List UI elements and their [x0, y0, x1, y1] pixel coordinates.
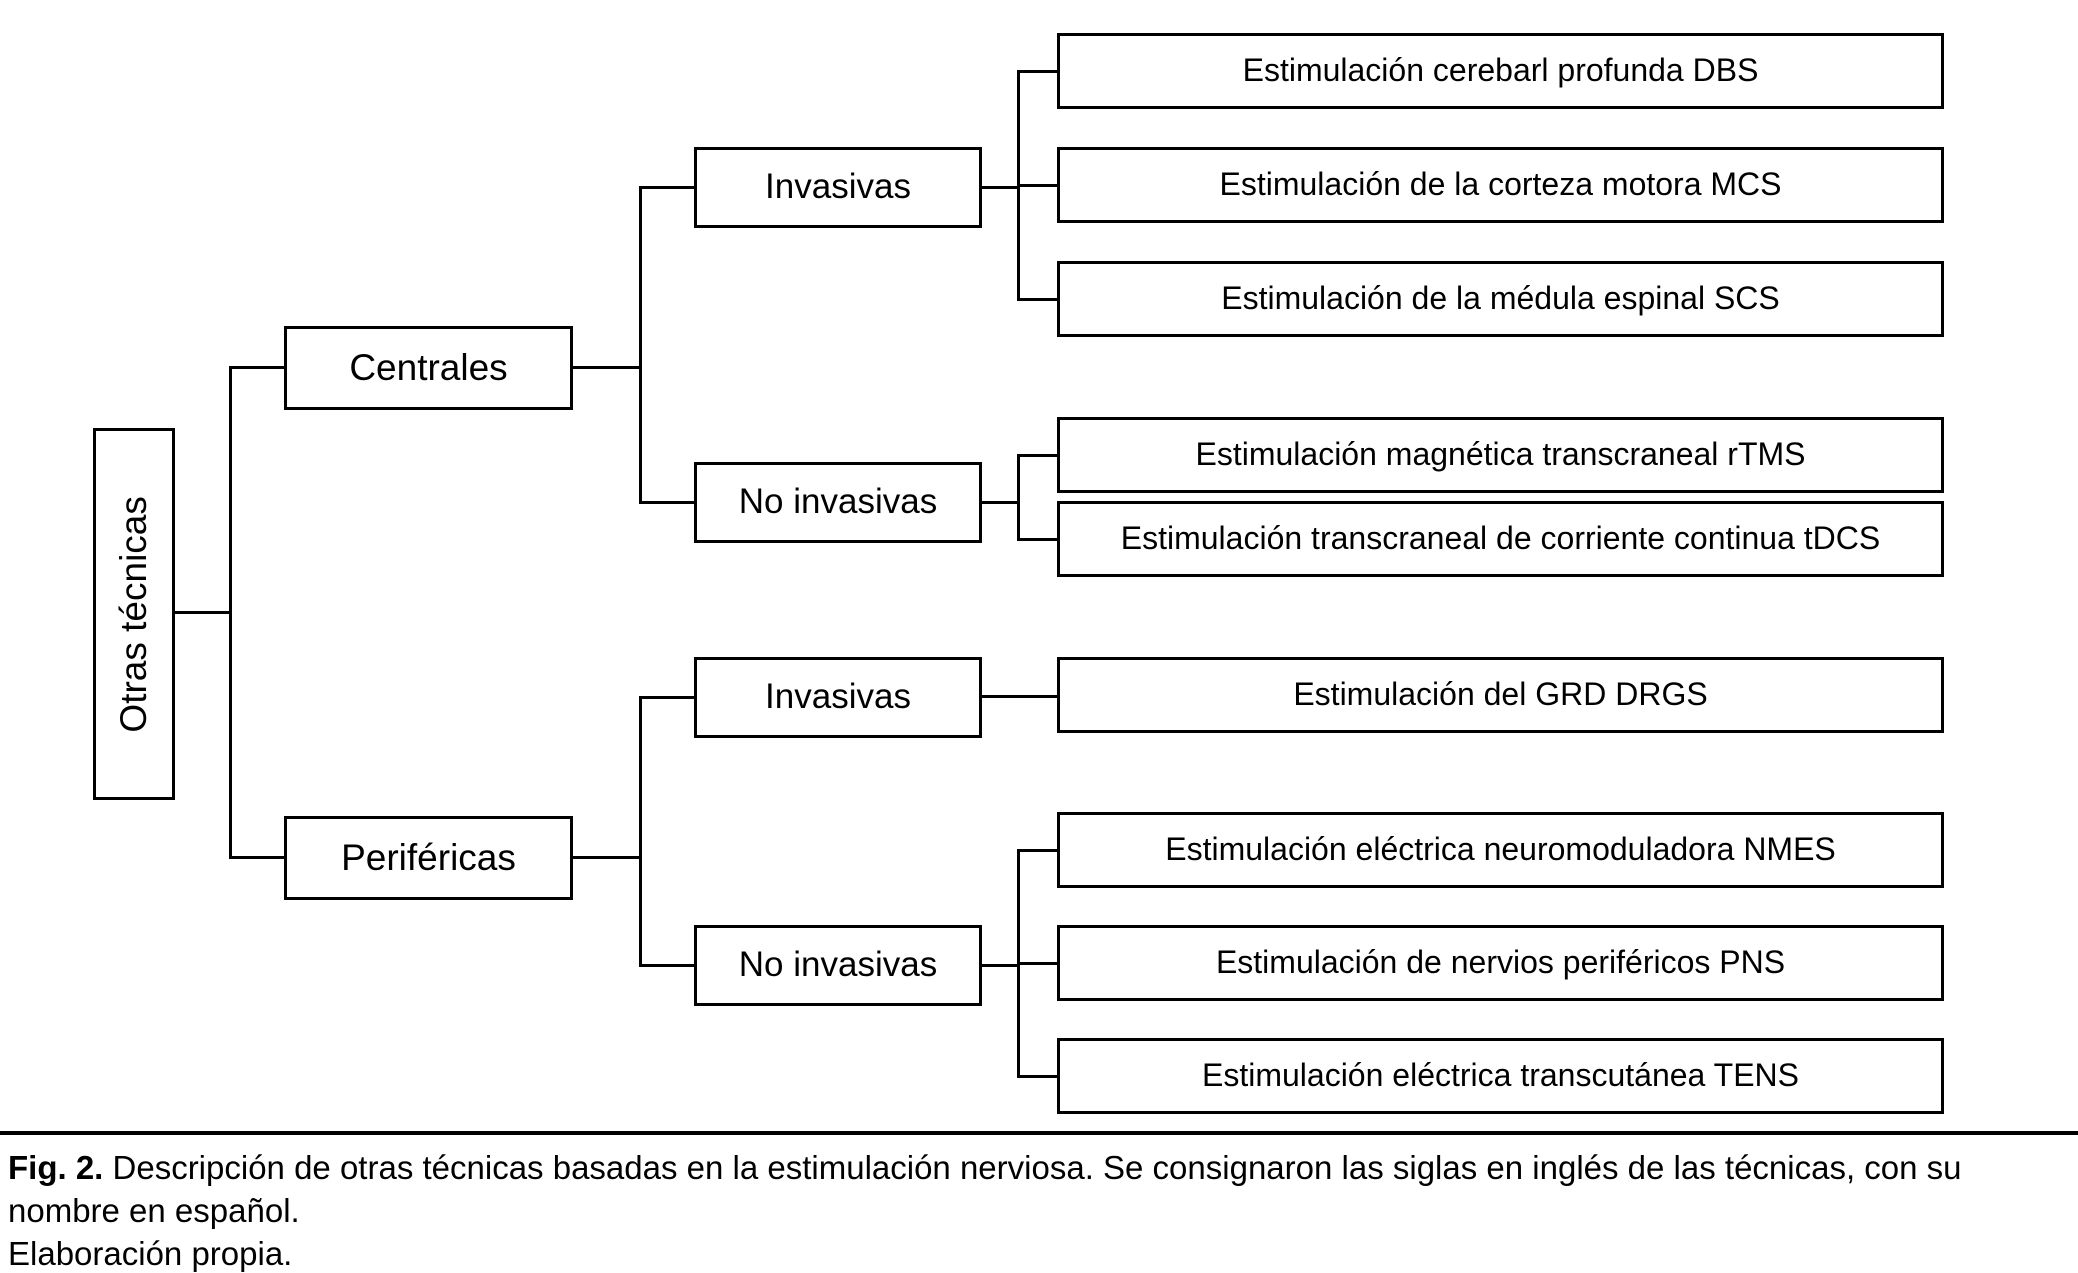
node-leaf-tens-label: Estimulación eléctrica transcutánea TENS [1201, 1057, 1799, 1094]
node-perifericas-invasivas: Invasivas [694, 657, 982, 738]
connector-c-no-invasivas-stub [979, 501, 1020, 504]
connector-c-invasivas-to-leaf-0 [1017, 70, 1060, 73]
connector-c-no-invasivas-to-leaf-3 [1017, 454, 1060, 457]
node-perifericas-invasivas-label: Invasivas [765, 677, 911, 717]
connector-centrales-stub [570, 366, 640, 369]
node-leaf-tdcs: Estimulación transcraneal de corriente c… [1057, 501, 1944, 577]
connector-perifericas-bus [639, 697, 642, 966]
node-leaf-rtms-label: Estimulación magnética transcraneal rTMS [1195, 436, 1806, 473]
connector-centrales-to-no-invasivas [639, 501, 697, 504]
connector-p-no-invasivas-to-leaf-6 [1017, 849, 1060, 852]
node-perifericas-no-invasivas: No invasivas [694, 925, 982, 1006]
node-centrales: Centrales [284, 326, 573, 410]
node-leaf-nmes: Estimulación eléctrica neuromoduladora N… [1057, 812, 1944, 888]
figure-caption: Fig. 2. Descripción de otras técnicas ba… [8, 1147, 2063, 1273]
node-leaf-rtms: Estimulación magnética transcraneal rTMS [1057, 417, 1944, 493]
node-centrales-no-invasivas: No invasivas [694, 462, 982, 543]
node-perifericas-no-invasivas-label: No invasivas [738, 945, 938, 985]
connector-p-no-invasivas-stub [979, 964, 1020, 967]
node-leaf-dbs: Estimulación cerebarl profunda DBS [1057, 33, 1944, 109]
connector-perifericas-to-invasivas [639, 696, 697, 699]
node-leaf-scs: Estimulación de la médula espinal SCS [1057, 261, 1944, 337]
connector-c-invasivas-to-leaf-2 [1017, 298, 1060, 301]
caption-paragraph-main: Fig. 2. Descripción de otras técnicas ba… [8, 1147, 2063, 1233]
node-perifericas: Periféricas [284, 816, 573, 900]
node-centrales-no-invasivas-label: No invasivas [738, 482, 938, 522]
node-leaf-drgs: Estimulación del GRD DRGS [1057, 657, 1944, 733]
node-leaf-pns: Estimulación de nervios periféricos PNS [1057, 925, 1944, 1001]
node-leaf-mcs: Estimulación de la corteza motora MCS [1057, 147, 1944, 223]
node-leaf-pns-label: Estimulación de nervios periféricos PNS [1215, 944, 1786, 981]
node-perifericas-label: Periféricas [341, 836, 516, 878]
node-leaf-scs-label: Estimulación de la médula espinal SCS [1221, 280, 1780, 317]
node-leaf-tens: Estimulación eléctrica transcutánea TENS [1057, 1038, 1944, 1114]
connector-c-no-invasivas-bus [1017, 455, 1020, 541]
connector-c-invasivas-stub [979, 186, 1020, 189]
connector-root-bus [229, 367, 232, 858]
caption-paragraph-source: Elaboración propia. [8, 1234, 293, 1272]
connector-p-no-invasivas-to-leaf-8 [1017, 1075, 1060, 1078]
node-leaf-dbs-label: Estimulación cerebarl profunda DBS [1242, 52, 1759, 89]
node-leaf-nmes-label: Estimulación eléctrica neuromoduladora N… [1165, 831, 1836, 868]
node-centrales-invasivas-label: Invasivas [765, 167, 911, 207]
connector-p-no-invasivas-to-leaf-7 [1017, 962, 1060, 965]
caption-fig-label: Fig. 2. [8, 1149, 104, 1186]
connector-root-to-perifericas [229, 856, 287, 859]
connector-c-invasivas-to-leaf-1 [1017, 184, 1060, 187]
node-centrales-invasivas: Invasivas [694, 147, 982, 228]
connector-perifericas-stub [570, 856, 640, 859]
connector-c-no-invasivas-to-leaf-4 [1017, 538, 1060, 541]
caption-divider-rule [0, 1131, 2078, 1135]
connector-perifericas-to-no-invasivas [639, 964, 697, 967]
connector-root-stub [175, 611, 232, 614]
node-centrales-label: Centrales [349, 346, 508, 388]
node-leaf-tdcs-label: Estimulación transcraneal de corriente c… [1120, 520, 1881, 557]
connector-root-to-centrales [229, 366, 287, 369]
connector-p-invasivas-to-leaf-5 [979, 695, 1060, 698]
node-leaf-drgs-label: Estimulación del GRD DRGS [1293, 676, 1708, 713]
node-root-otras-tecnicas: Otras técnicas [93, 428, 175, 800]
caption-text-main: Descripción de otras técnicas basadas en… [8, 1149, 1962, 1229]
node-root-label: Otras técnicas [112, 495, 154, 733]
connector-centrales-bus [639, 187, 642, 503]
node-leaf-mcs-label: Estimulación de la corteza motora MCS [1219, 166, 1782, 203]
connector-centrales-to-invasivas [639, 186, 697, 189]
